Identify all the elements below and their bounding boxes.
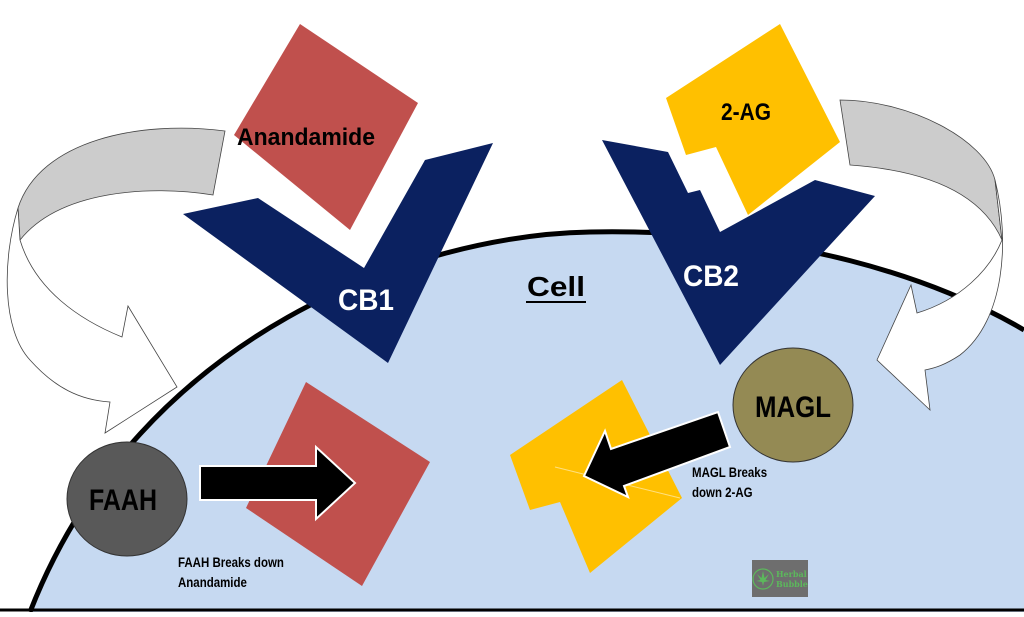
curved-arrow-back — [17, 127, 226, 242]
anandamide-ligand: Anandamide — [234, 24, 418, 230]
herbal-bubble-logo: Herbal Bubble — [752, 560, 808, 597]
logo-line2: Bubble — [776, 578, 808, 589]
cell-label: Cell — [527, 271, 585, 302]
cell — [0, 229, 1024, 613]
magl-caption-line1: MAGL Breaks — [692, 464, 768, 480]
cb1-label: CB1 — [338, 284, 394, 317]
magl-enzyme: MAGL — [732, 347, 854, 463]
2ag-ligand: 2-AG — [666, 24, 840, 215]
cb1-shape — [183, 143, 493, 363]
cell-label-group: Cell — [526, 271, 586, 303]
magl-circle — [732, 347, 854, 463]
faah-caption-line2: Anandamide — [178, 574, 247, 590]
magl-caption: MAGL Breaks down 2-AG — [692, 462, 767, 502]
anandamide-shape — [234, 24, 418, 230]
magl-block-arrow — [582, 410, 732, 499]
logo-text: Herbal Bubble — [776, 569, 808, 589]
logo-line1: Herbal — [776, 568, 807, 579]
recycle-arrow-left — [6, 127, 226, 434]
curved-arrow-back — [839, 99, 1003, 241]
faah-circle — [66, 441, 188, 557]
faah-caption: FAAH Breaks down Anandamide — [178, 552, 284, 592]
cb1-receptor: CB1 — [183, 143, 493, 363]
curved-arrow-front — [876, 179, 1003, 412]
faah-enzyme: FAAH — [66, 441, 188, 557]
cell-membrane — [27, 229, 1024, 613]
anandamide-label: Anandamide — [237, 124, 375, 151]
2ag-label: 2-AG — [721, 99, 771, 126]
faah-caption-line1: FAAH Breaks down — [178, 554, 284, 570]
cb2-receptor: CB2 — [602, 140, 875, 365]
magl-label: MAGL — [755, 391, 831, 424]
cb2-shape — [602, 140, 875, 365]
curved-arrow-front — [6, 207, 178, 434]
magl-caption-line2: down 2-AG — [692, 484, 753, 500]
cb2-label: CB2 — [683, 260, 739, 293]
cannabis-leaf-icon — [752, 567, 774, 590]
faah-block-arrow — [199, 444, 357, 522]
recycle-arrow-right — [839, 99, 1003, 412]
faah-label: FAAH — [89, 484, 157, 517]
2ag-shape — [666, 24, 840, 215]
